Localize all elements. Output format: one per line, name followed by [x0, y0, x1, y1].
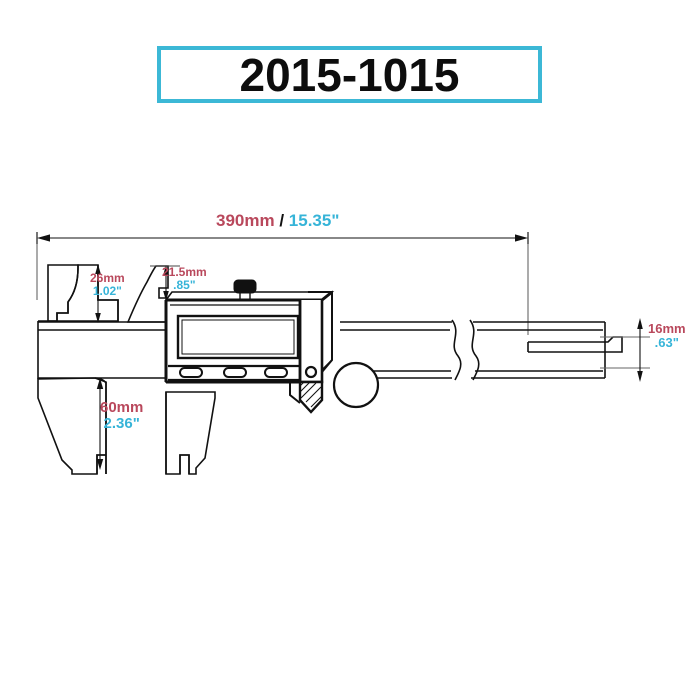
dimension-label-upper-outer-jaw: 26mm 1.02" [90, 272, 125, 297]
fixed-lower-jaw [37, 377, 107, 475]
overall-length-inch: 15.35" [288, 211, 340, 230]
button-right[interactable] [264, 367, 288, 378]
overall-length-mm: 390mm [216, 211, 275, 230]
beam-height-inch: .63" [654, 334, 679, 350]
dimension-overall-length [36, 232, 529, 335]
depth-rod [527, 336, 623, 353]
lower-jaw-inch: 2.36" [103, 414, 140, 432]
upper-outer-jaw-inch: 1.02" [92, 283, 122, 298]
movable-lower-jaw [165, 391, 216, 475]
title-box: 2015-1015 [157, 46, 542, 103]
thumb-wheel [332, 361, 380, 409]
button-bar [168, 364, 318, 382]
dimension-label-upper-inner-jaw: 21.5mm .85" [162, 266, 207, 291]
beam-break-symbol [451, 319, 480, 381]
overall-length-separator: / [274, 211, 289, 230]
beam-height-mm: 16mm [648, 321, 686, 336]
lcd-screen [176, 314, 300, 360]
upper-inner-jaw-mm: 21.5mm [162, 265, 207, 279]
lower-jaw-mm: 60mm [100, 399, 144, 416]
slider-tip [289, 380, 324, 414]
lock-screw [304, 365, 318, 379]
dimension-label-overall-length: 390mm / 15.35" [216, 212, 339, 230]
dimension-21-5mm [150, 265, 180, 301]
thumb-roller [233, 279, 257, 300]
upper-outer-jaw-mm: 26mm [90, 271, 125, 285]
dimension-26mm [95, 264, 101, 323]
dimension-16mm [600, 318, 650, 382]
dimension-label-beam-height: 16mm .63" [648, 322, 686, 349]
page-title: 2015-1015 [239, 48, 460, 101]
slider-lock-column [298, 291, 333, 384]
movable-upper-jaw [126, 265, 169, 323]
dimension-60mm [96, 378, 104, 470]
dimension-label-lower-jaw: 60mm 2.36" [100, 400, 143, 432]
upper-inner-jaw-inch: .85" [173, 277, 196, 292]
button-left[interactable] [179, 367, 203, 378]
button-center[interactable] [223, 367, 247, 378]
